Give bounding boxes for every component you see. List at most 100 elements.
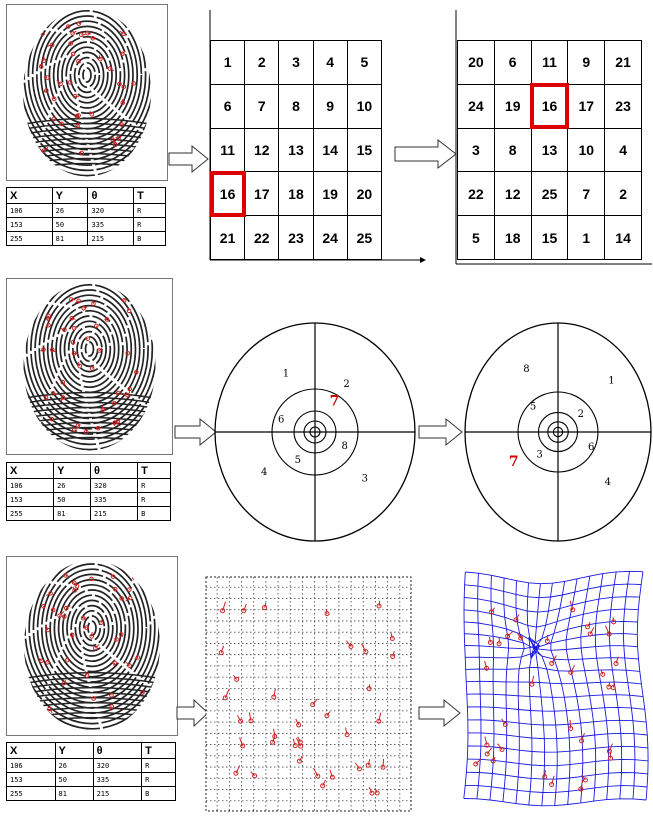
table-cell: 335: [87, 217, 135, 232]
arrow-right-icon: [176, 698, 209, 728]
grid-cell: 13: [530, 127, 569, 173]
grid-axes-2: [455, 10, 652, 265]
sector-label: 5: [530, 402, 536, 413]
table-cell: 255: [5, 506, 55, 521]
grid-cell: 25: [346, 215, 383, 260]
minutia-mark: [484, 751, 490, 757]
table-header-cell: Y: [51, 187, 89, 204]
sector-label: 4: [261, 467, 267, 478]
minutiae-dotted-grid: [205, 576, 412, 812]
minutia-mark: [222, 695, 228, 701]
minutia-mark: [365, 762, 371, 768]
sector-label: 8: [523, 364, 529, 375]
grid-cell: 14: [604, 215, 642, 260]
grid-cell: 23: [604, 83, 642, 129]
minutia-mark: [262, 605, 268, 611]
grid-cell: 15: [530, 215, 569, 260]
minutia-mark: [499, 746, 505, 752]
minutia-mark: [296, 758, 302, 764]
grid-cell: 7: [567, 171, 606, 217]
minutia-mark: [234, 676, 240, 682]
table-cell: R: [141, 758, 176, 773]
table-cell: R: [137, 478, 171, 493]
grid-cell: 14: [312, 127, 348, 173]
minutia-mark: [579, 738, 585, 744]
grid-cell: 19: [312, 171, 348, 217]
minutia-mark: [613, 660, 619, 666]
grid-cell: 9: [567, 40, 606, 85]
table-cell: 215: [92, 786, 143, 801]
fingerprint-image-1: [6, 4, 168, 181]
minutia-mark: [390, 654, 396, 660]
table-header-cell: X: [6, 742, 56, 759]
minutia-mark: [292, 743, 298, 749]
grid-cell: 5: [457, 215, 495, 260]
arrow-right-icon: [418, 417, 463, 447]
table-cell: 106: [5, 478, 55, 493]
minutia-mark: [587, 631, 593, 637]
sector-label: 6: [588, 442, 594, 453]
grid-cell: 2: [244, 40, 280, 85]
minutia-mark: [315, 773, 321, 779]
minutia-mark: [220, 608, 226, 614]
minutia-mark: [241, 608, 247, 614]
grid-cell: 20: [457, 40, 495, 85]
table-header-cell: X: [5, 462, 55, 479]
table-cell: 50: [54, 772, 94, 787]
grid-cell: 23: [278, 215, 314, 260]
minutia-mark: [568, 669, 574, 675]
grid-cell: 13: [278, 127, 314, 173]
grid-cell: 7: [244, 83, 280, 129]
grid-cell: 20: [346, 171, 383, 217]
table-cell: 81: [53, 506, 92, 521]
grid-cell: 21: [209, 215, 246, 260]
minutia-mark: [610, 685, 616, 691]
sector-label: 3: [362, 474, 368, 485]
table-cell: R: [133, 203, 166, 218]
table-header-cell: Y: [53, 462, 92, 479]
minutia-mark: [324, 713, 330, 719]
fingerprint-image-2: [6, 278, 173, 455]
table-cell: 320: [92, 758, 143, 773]
grid-cell: 16: [530, 83, 569, 130]
minutia-mark: [270, 739, 276, 745]
table-header-cell: Y: [54, 742, 94, 759]
grid-cell: 3: [278, 40, 314, 85]
grid-cell: 2: [604, 171, 642, 217]
sector-label: 7: [509, 454, 519, 470]
arrow-right-icon: [418, 698, 461, 728]
table-header-cell: θ: [90, 462, 139, 479]
minutia-mark: [297, 739, 303, 745]
minutia-mark: [252, 773, 258, 779]
minutia-mark: [310, 702, 316, 708]
table-cell: 50: [53, 492, 92, 507]
minutia-mark: [513, 617, 519, 623]
grid-cell: 6: [209, 83, 246, 129]
grid-cell: 4: [312, 40, 348, 85]
table-cell: 81: [51, 231, 89, 246]
table-cell: 26: [54, 758, 94, 773]
sector-label: 3: [536, 450, 542, 461]
table-cell: 320: [87, 203, 135, 218]
grid-cell: 15: [346, 127, 383, 173]
table-cell: 255: [6, 786, 56, 801]
grid-cell: 8: [493, 127, 532, 173]
sector-label: 8: [341, 441, 347, 452]
table-cell: R: [141, 772, 176, 787]
grid-cell: 16: [209, 170, 246, 217]
minutia-mark: [600, 671, 606, 677]
grid-cell: 3: [457, 127, 495, 173]
table-cell: 106: [6, 758, 56, 773]
minutia-mark: [502, 721, 508, 727]
minutia-mark: [484, 665, 490, 671]
minutia-mark: [363, 649, 369, 655]
grid-cell: 1: [209, 40, 246, 85]
